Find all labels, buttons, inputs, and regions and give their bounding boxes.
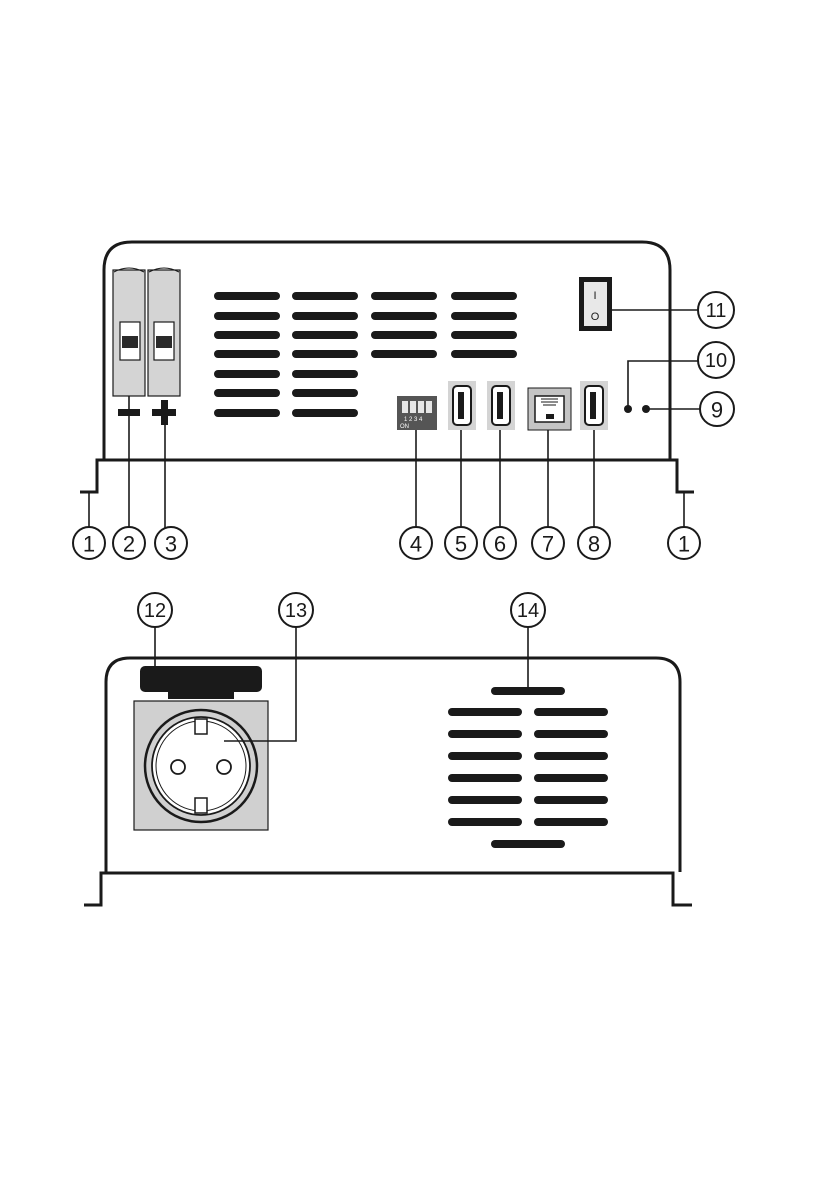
svg-text:1: 1 — [83, 532, 95, 557]
callout-9: 9 — [700, 392, 734, 426]
callout-4: 4 — [400, 527, 432, 559]
usb-port-6 — [487, 381, 515, 430]
callout-14: 14 — [511, 593, 545, 627]
ac-socket — [134, 701, 268, 830]
svg-text:7: 7 — [542, 532, 554, 557]
callout-1-left: 1 — [73, 527, 105, 559]
negative-terminal — [113, 268, 145, 396]
callout-1-right: 1 — [668, 527, 700, 559]
callout-13: 13 — [279, 593, 313, 627]
svg-text:12: 12 — [144, 600, 166, 622]
callout-7: 7 — [532, 527, 564, 559]
switch-on-mark: I — [593, 290, 596, 302]
usb-port-5 — [448, 381, 476, 430]
svg-text:13: 13 — [285, 600, 307, 622]
svg-text:5: 5 — [455, 532, 467, 557]
ac-panel-vents — [448, 687, 608, 848]
svg-text:10: 10 — [705, 350, 727, 372]
svg-text:2: 2 — [123, 532, 135, 557]
rj-port-7 — [528, 388, 571, 430]
svg-text:14: 14 — [517, 600, 539, 622]
ac-panel — [84, 658, 692, 905]
svg-text:6: 6 — [494, 532, 506, 557]
callout-6: 6 — [484, 527, 516, 559]
ac-panel-base — [84, 873, 692, 905]
dc-panel: 1 2 3 4 ON — [80, 242, 694, 492]
positive-terminal — [148, 268, 180, 396]
callout-3: 3 — [155, 527, 187, 559]
svg-text:4: 4 — [410, 532, 422, 557]
plus-symbol — [152, 400, 176, 425]
switch-off-mark: O — [591, 311, 600, 323]
dip-switch-on-label: ON — [400, 424, 409, 430]
power-switch[interactable]: I O — [579, 277, 612, 331]
callout-10: 10 — [698, 342, 734, 378]
svg-text:8: 8 — [588, 532, 600, 557]
callout-12: 12 — [138, 593, 172, 627]
svg-text:11: 11 — [706, 300, 727, 322]
callout-2: 2 — [113, 527, 145, 559]
svg-text:3: 3 — [165, 532, 177, 557]
svg-text:1: 1 — [678, 532, 690, 557]
callout-8: 8 — [578, 527, 610, 559]
usb-port-8 — [580, 381, 608, 430]
callout-5: 5 — [445, 527, 477, 559]
socket-cover[interactable] — [140, 666, 262, 699]
svg-text:9: 9 — [711, 398, 723, 423]
callout-11: 11 — [698, 292, 734, 328]
dc-panel-base — [80, 460, 694, 492]
dip-switch-numbers: 1 2 3 4 — [404, 417, 423, 423]
dip-switch: 1 2 3 4 ON — [397, 396, 437, 430]
